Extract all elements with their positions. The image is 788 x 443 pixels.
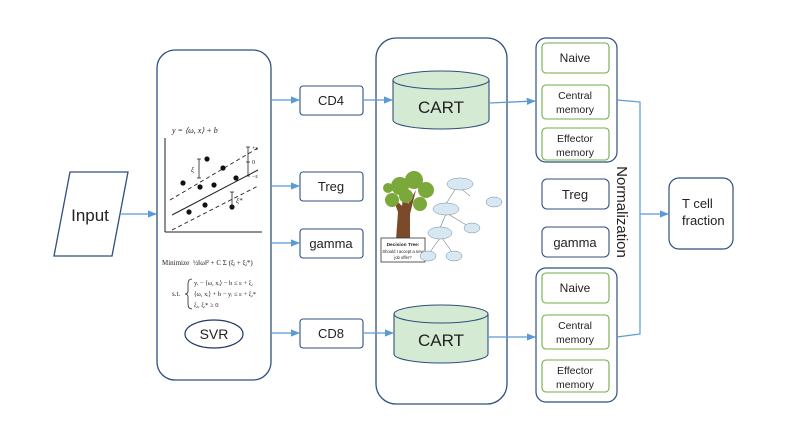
cd4-effector-line1: Effector (557, 133, 593, 145)
svr-upper-margin (169, 147, 259, 201)
cd8-central-line1: Central (558, 320, 592, 332)
cd8-effector-memory-box (541, 359, 610, 393)
cd4-central-memory-box (541, 84, 610, 120)
decision-tree-flow (429, 187, 471, 253)
svr-eps-scale (246, 146, 250, 177)
middle-gamma: gamma (541, 226, 610, 258)
middle-treg-label: Treg (562, 187, 588, 202)
svr-xi-bracket (197, 158, 201, 179)
cart-bottom-cylinder: CART (393, 304, 489, 364)
svr-eps-minus: −ε (252, 174, 258, 180)
svr-point (197, 184, 203, 190)
svr-st-word: s.t. (172, 290, 180, 298)
svr-point (204, 156, 210, 162)
result-line1: T cell (682, 196, 713, 211)
svr-output-cd8: CD8 (299, 318, 364, 349)
cd8-naive-label: Naive (560, 281, 591, 295)
treg-label: Treg (318, 179, 344, 194)
cd4-naive-label: Naive (560, 51, 591, 65)
cd4-effector-memory-box (541, 127, 610, 161)
decision-tree-caption-2: Should I accept a new (382, 249, 424, 254)
result-node: T cell fraction (668, 177, 734, 250)
svr-point (180, 180, 186, 186)
middle-gamma-label: gamma (553, 235, 597, 250)
cd8-central-memory-box (541, 314, 610, 350)
svr-minimize-word: Minimize (162, 259, 189, 267)
cd8-effector-line2: memory (556, 379, 595, 391)
svr-constraint-1: yᵢ − ⟨ω, xᵢ⟩ − b ≤ ε + ξᵢ (194, 279, 254, 287)
tree-leaves (383, 171, 434, 211)
svr-panel: y = ⟨ω, x⟩ + b ξ ξ* +ε 0 −ε (156, 49, 272, 381)
decision-tree-nodes (419, 177, 503, 262)
normalization-label: Normalization (613, 166, 630, 258)
cd4-central-line2: memory (556, 104, 595, 116)
cd4-central-line1: Central (558, 90, 592, 102)
decision-tree-caption-1: Decision Tree: (387, 242, 420, 248)
svr-xi-label: ξ (191, 166, 194, 174)
svr-regression-line (171, 169, 259, 216)
cd4-label: CD4 (318, 93, 344, 108)
decision-tree-sign (380, 237, 426, 263)
gamma-label: gamma (309, 236, 353, 251)
cart-panel: CART Decision Tree: Should I accept a ne… (375, 37, 508, 405)
svr-label: SVR (200, 326, 229, 342)
svr-equation-top: y = ⟨ω, x⟩ + b (171, 126, 218, 135)
svr-lower-margin (171, 185, 259, 231)
input-node: Input (53, 171, 129, 257)
decision-tree-caption-3: job offer? (393, 255, 412, 260)
middle-treg: Treg (541, 178, 610, 210)
svr-xi-star-label: ξ* (236, 197, 243, 205)
cd4-naive-box (541, 42, 610, 74)
svr-output-treg: Treg (299, 171, 364, 202)
decision-tree-illustration: Decision Tree: Should I accept a new job… (380, 171, 503, 263)
connector-cd8-to-normalization (616, 214, 641, 338)
svr-xi-star-bracket (230, 191, 234, 208)
svr-point (202, 202, 208, 208)
result-line2: fraction (682, 213, 725, 228)
svr-output-gamma: gamma (299, 228, 364, 259)
svr-point (233, 175, 239, 181)
cd4-subset-container: Naive Central memory Effector memory (535, 37, 618, 163)
svr-point (220, 165, 226, 171)
tree-trunk (392, 186, 416, 240)
cd8-label: CD8 (318, 326, 344, 341)
cart-top-label: CART (418, 98, 464, 117)
svr-constraint-brace (184, 278, 193, 310)
svr-points (180, 156, 239, 215)
arrow-cart-to-cd4-subsets (489, 97, 536, 106)
svr-eps-zero: 0 (252, 160, 255, 166)
cd4-effector-line2: memory (556, 147, 595, 159)
cart-top-cylinder: CART (392, 70, 490, 130)
svr-label-ellipse (184, 319, 244, 349)
cd8-central-line2: memory (556, 334, 595, 346)
svr-constraint-3: ξᵢ, ξᵢ* ≥ 0 (194, 302, 219, 309)
cart-bottom-label: CART (418, 331, 464, 350)
svr-output-cd4: CD4 (299, 85, 364, 116)
cd8-subset-container: Naive Central memory Effector memory (535, 267, 618, 403)
connector-cd4-to-normalization (616, 99, 641, 214)
input-label: Input (71, 206, 109, 225)
svr-objective: ½‖ω‖² + C Σ (ξᵢ + ξᵢ*) (193, 259, 253, 267)
svr-point (211, 182, 217, 188)
cd8-effector-line1: Effector (557, 365, 593, 377)
svr-constraint-2: ⟨ω, xᵢ⟩ + b − yᵢ ≤ ε + ξᵢ* (194, 290, 256, 298)
svr-point (186, 209, 192, 215)
cd8-naive-box (541, 272, 610, 304)
svr-eps-plus: +ε (252, 146, 258, 152)
